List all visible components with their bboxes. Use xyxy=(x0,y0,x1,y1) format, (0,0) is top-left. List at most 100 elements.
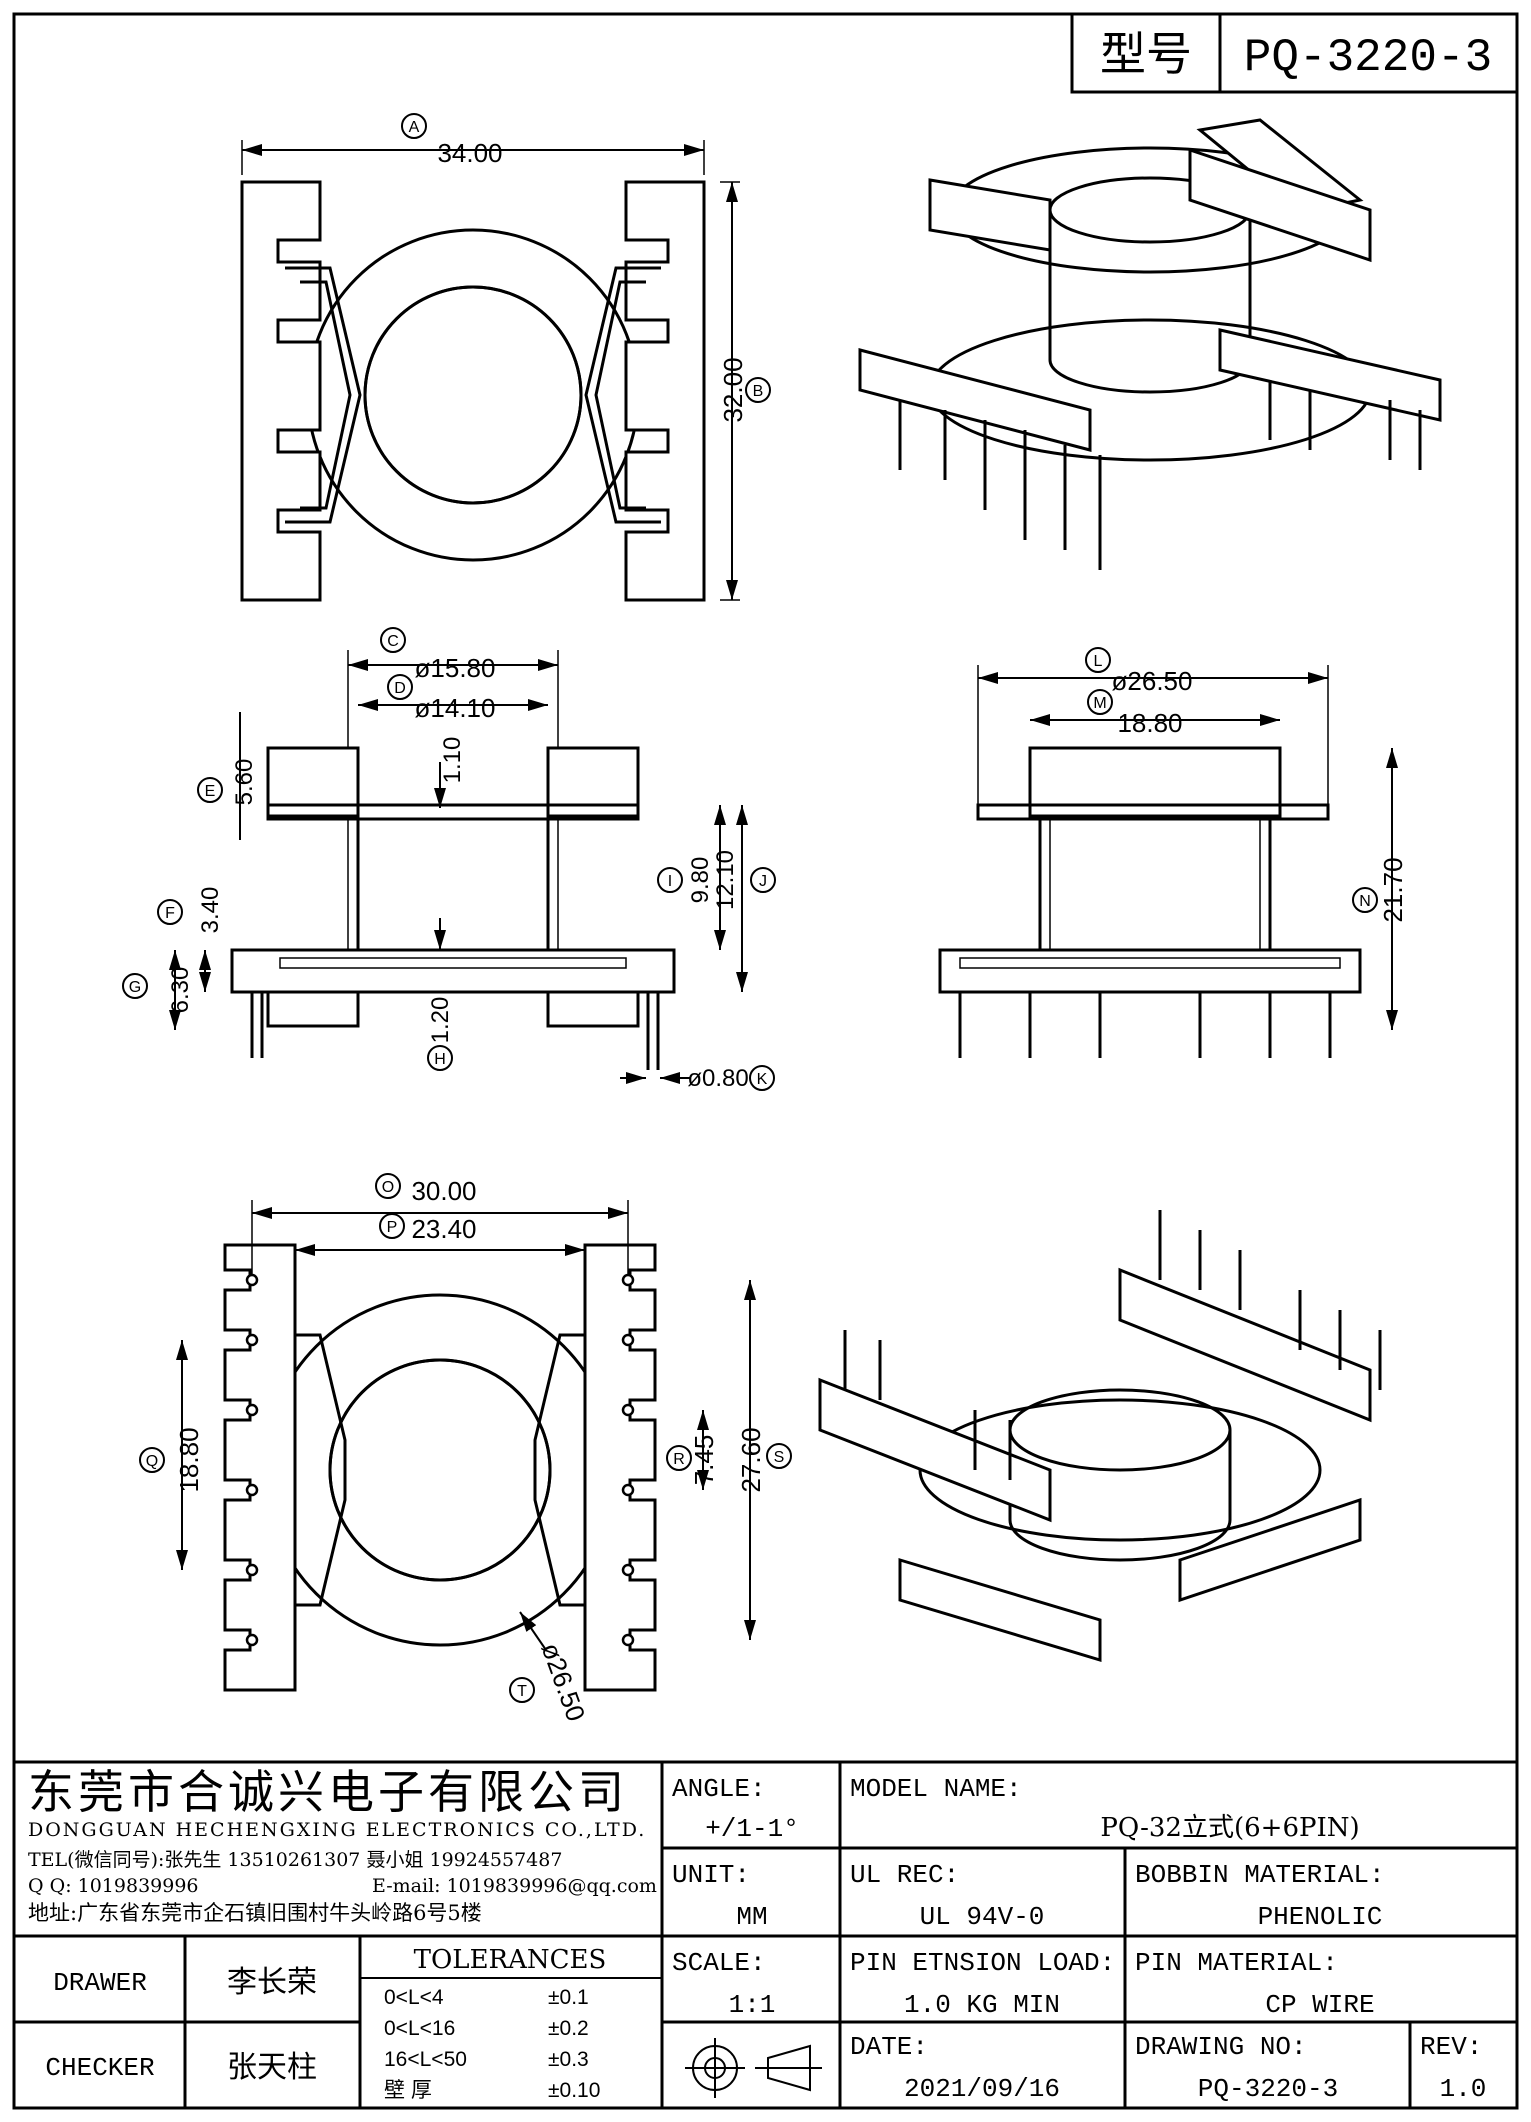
dim-H: 1.20 H xyxy=(427,997,454,1071)
drawer-name: 李长荣 xyxy=(227,1965,317,2000)
dim-Q: Q 18.80 xyxy=(139,1427,204,1493)
drawing-no-value: PQ-3220-3 xyxy=(1198,2074,1338,2104)
dim-R: R 7.45 xyxy=(666,1435,719,1485)
model-value: PQ-32立式(6+6PIN) xyxy=(1100,1813,1359,1843)
svg-text:23.40: 23.40 xyxy=(411,1214,476,1244)
svg-text:1.10: 1.10 xyxy=(439,737,466,784)
svg-text:32.00: 32.00 xyxy=(718,357,748,422)
top-view-left-pin-rail xyxy=(240,180,322,602)
svg-text:H: H xyxy=(434,1051,446,1068)
dim-S: 27.60 S xyxy=(736,1427,792,1493)
front-view xyxy=(938,665,1398,1058)
svg-text:B: B xyxy=(753,383,764,400)
dim-T: ø26.50 T xyxy=(509,1639,592,1725)
svg-text:S: S xyxy=(774,1449,785,1466)
dim-A: A 34.00 xyxy=(401,113,503,168)
svg-text:F: F xyxy=(165,905,175,922)
svg-text:12.10: 12.10 xyxy=(712,850,739,910)
svg-text:6.30: 6.30 xyxy=(167,967,194,1014)
checker-name: 张天柱 xyxy=(227,2050,317,2085)
date-value: 2021/09/16 xyxy=(904,2074,1060,2104)
tolerance-range: 16<L<50 xyxy=(384,2048,467,2071)
tolerances-title: TOLERANCES xyxy=(414,1945,607,1975)
svg-text:27.60: 27.60 xyxy=(736,1427,766,1492)
svg-text:Q: Q xyxy=(146,1453,158,1470)
svg-text:ø15.80: ø15.80 xyxy=(415,653,496,683)
header-part-no: PQ-3220-3 xyxy=(1244,32,1492,84)
svg-text:ø26.50: ø26.50 xyxy=(1112,666,1193,696)
svg-text:K: K xyxy=(757,1071,768,1088)
company-address: 地址:广东省东莞市企石镇旧围村牛头岭路6号5楼 xyxy=(28,1901,482,1925)
unit-label: UNIT: xyxy=(672,1860,750,1890)
svg-text:E: E xyxy=(205,783,216,800)
dim-K: ø0.80 K xyxy=(687,1065,775,1092)
svg-text:L: L xyxy=(1094,653,1103,670)
company-name-cn: 东莞市合诚兴电子有限公司 xyxy=(28,1765,628,1819)
svg-text:I: I xyxy=(668,873,672,890)
svg-text:3.40: 3.40 xyxy=(197,887,224,934)
svg-text:21.70: 21.70 xyxy=(1378,857,1408,922)
header-label: 型号 xyxy=(1100,27,1192,81)
drawer-label: DRAWER xyxy=(53,1968,147,1998)
svg-text:ø26.50: ø26.50 xyxy=(536,1639,592,1725)
top-view xyxy=(240,140,740,602)
svg-text:J: J xyxy=(759,873,767,890)
dim-P: P 23.40 xyxy=(379,1213,477,1244)
company-qq: Q Q: 1019839996 xyxy=(28,1875,199,1897)
svg-text:18.80: 18.80 xyxy=(174,1427,204,1492)
dim-O: O 30.00 xyxy=(375,1173,477,1206)
iso-view-top xyxy=(858,118,1442,570)
svg-text:5.60: 5.60 xyxy=(231,759,258,806)
svg-text:N: N xyxy=(1359,893,1371,910)
title-fields: ANGLE: +/1-1° MODEL NAME: PQ-32立式(6+6PIN… xyxy=(45,1774,1486,2104)
bottom-view xyxy=(176,1200,756,1692)
dim-M: M 18.80 xyxy=(1087,689,1183,738)
unit-value: MM xyxy=(736,1902,767,1932)
ul-value: UL 94V-0 xyxy=(920,1902,1045,1932)
svg-text:C: C xyxy=(387,633,399,650)
iso-view-bottom xyxy=(818,1210,1382,1663)
svg-text:D: D xyxy=(394,680,406,697)
svg-text:G: G xyxy=(129,979,141,996)
svg-text:A: A xyxy=(409,119,420,136)
tolerance-value: ±0.3 xyxy=(548,2048,589,2071)
tolerance-range: 壁 厚 xyxy=(384,2079,432,2102)
pin-material-value: CP WIRE xyxy=(1265,1990,1374,2020)
rev-label: REV: xyxy=(1420,2032,1482,2062)
model-label: MODEL NAME: xyxy=(850,1774,1022,1804)
dim-N: 21.70 N xyxy=(1352,857,1408,923)
dim-E-top: 1.10 xyxy=(439,737,466,784)
dim-I-J: 9.80 12.10 I J xyxy=(657,850,776,910)
company-name-en: DONGGUAN HECHENGXING ELECTRONICS CO.,LTD… xyxy=(28,1819,646,1841)
scale-value: 1:1 xyxy=(729,1990,776,2020)
svg-text:ø14.10: ø14.10 xyxy=(415,693,496,723)
svg-text:P: P xyxy=(387,1219,398,1236)
svg-text:O: O xyxy=(382,1179,394,1196)
company-tel: TEL(微信同号):张先生 13510261307 聂小姐 1992455748… xyxy=(28,1849,562,1871)
tolerance-range: 0<L<16 xyxy=(384,2017,455,2040)
checker-label: CHECKER xyxy=(45,2053,154,2083)
svg-text:1.20: 1.20 xyxy=(427,997,454,1044)
pin-load-value: 1.0 KG MIN xyxy=(904,1990,1060,2020)
svg-text:30.00: 30.00 xyxy=(411,1176,476,1206)
title-block xyxy=(14,1760,1517,2108)
dim-B: 32.00 B xyxy=(718,357,771,423)
company-email: E-mail: 1019839996@qq.com xyxy=(372,1875,657,1897)
pin-load-label: PIN ETNSION LOAD: xyxy=(850,1948,1115,1978)
bobbin-label: BOBBIN MATERIAL: xyxy=(1135,1860,1385,1890)
projection-symbol xyxy=(685,2038,822,2098)
svg-text:R: R xyxy=(673,1451,685,1468)
tolerance-value: ±0.2 xyxy=(548,2017,589,2040)
svg-text:M: M xyxy=(1093,695,1106,712)
sheet-border xyxy=(12,12,1519,2110)
ul-label: UL REC: xyxy=(850,1860,959,1890)
svg-text:T: T xyxy=(517,1683,527,1700)
dim-D: D ø14.10 xyxy=(387,674,496,723)
scale-label: SCALE: xyxy=(672,1948,766,1978)
side-view xyxy=(169,650,748,1084)
rev-value: 1.0 xyxy=(1440,2074,1487,2104)
company-info: 东莞市合诚兴电子有限公司 DONGGUAN HECHENGXING ELECTR… xyxy=(28,1765,657,1925)
angle-label: ANGLE: xyxy=(672,1774,766,1804)
dim-F: 3.40 F xyxy=(157,887,224,934)
